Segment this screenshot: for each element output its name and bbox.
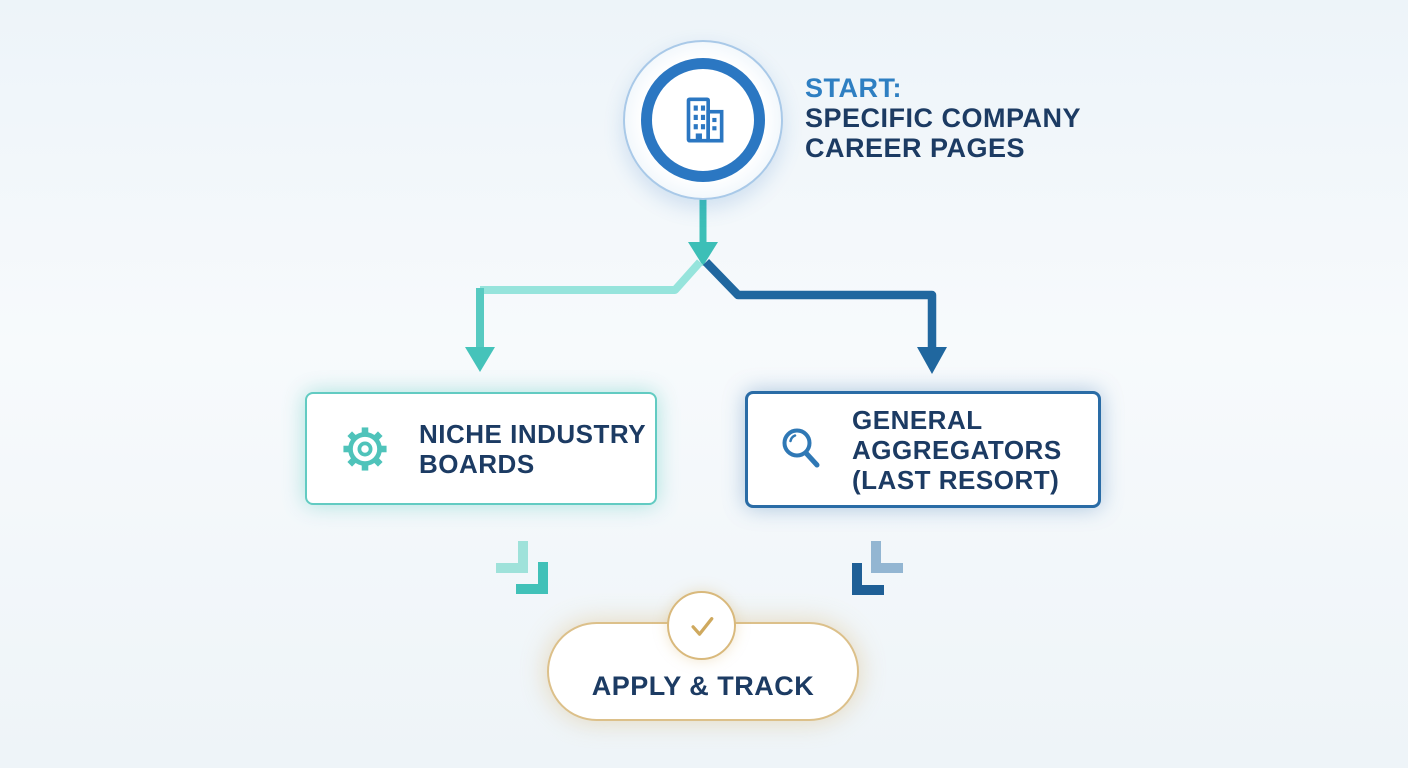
check-icon — [690, 616, 713, 636]
start-label: START: SPECIFIC COMPANY CAREER PAGES — [805, 73, 1081, 163]
niche-boards-node: NICHE INDUSTRY BOARDS — [305, 392, 657, 505]
general-aggregators-node: GENERAL AGGREGATORS (LAST RESORT) — [745, 391, 1101, 508]
start-label-line2: CAREER PAGES — [805, 133, 1026, 163]
start-node — [623, 40, 783, 200]
check-badge — [667, 591, 736, 660]
right-branch-arrow — [702, 259, 947, 374]
general-aggregators-label-line1: GENERAL — [852, 404, 983, 435]
niche-boards-label-line1: NICHE INDUSTRY — [419, 418, 647, 449]
niche-boards-label-line2: BOARDS — [419, 448, 535, 479]
start-down-arrow — [688, 197, 718, 266]
start-label-line1: SPECIFIC COMPANY — [805, 103, 1082, 133]
niche-boards-label: NICHE INDUSTRY BOARDS — [419, 419, 646, 479]
right-chevron-arrow — [852, 541, 903, 595]
general-aggregators-label-line2: AGGREGATORS — [852, 434, 1062, 465]
left-branch-arrow — [465, 259, 703, 372]
general-aggregators-label-line3: (LAST RESORT) — [852, 464, 1060, 495]
start-label-prefix: START: — [805, 73, 902, 103]
gear-icon — [343, 426, 387, 471]
building-icon — [686, 97, 724, 143]
general-aggregators-label: GENERAL AGGREGATORS (LAST RESORT) — [852, 405, 1062, 495]
start-node-ring — [641, 58, 765, 182]
apply-track-label: APPLY & TRACK — [591, 671, 815, 701]
left-chevron-arrow — [496, 541, 548, 594]
search-icon — [782, 428, 820, 467]
